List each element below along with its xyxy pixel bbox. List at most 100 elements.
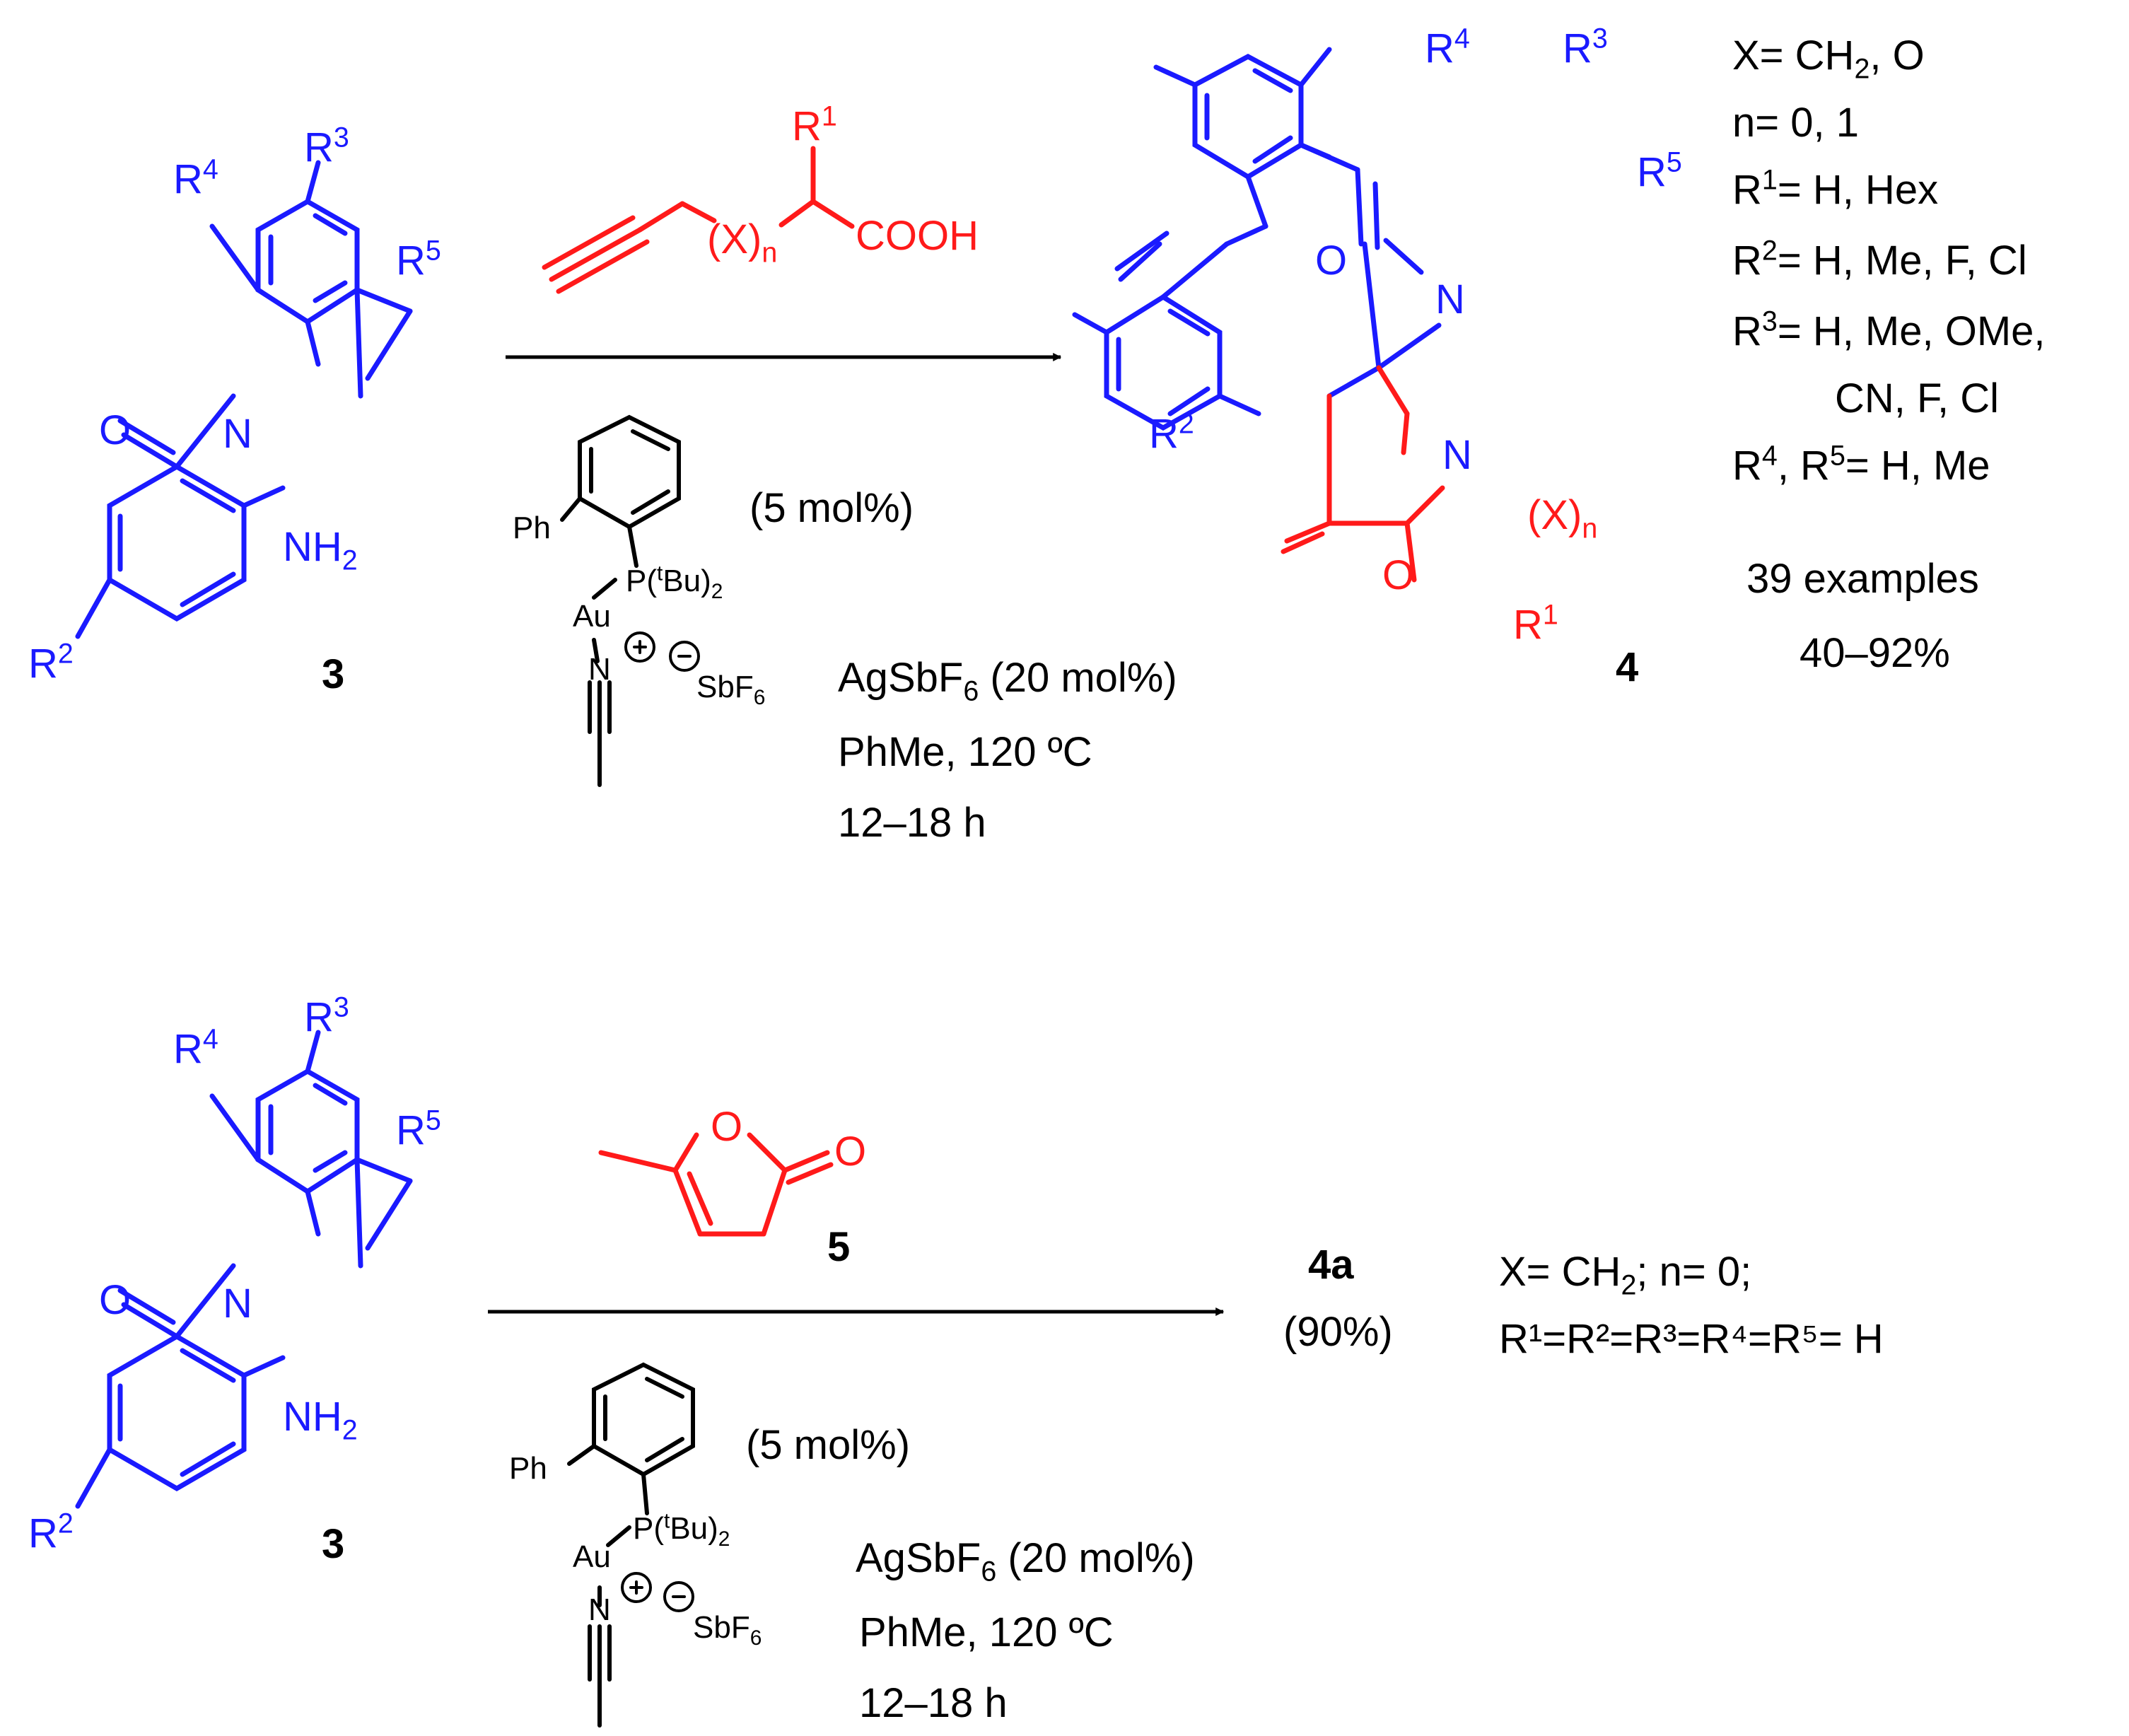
r-symbol: R xyxy=(304,124,334,170)
compound-4a-label: 4a xyxy=(1308,1242,1354,1288)
subscript-2: 2 xyxy=(718,1527,730,1551)
r-symbol: R xyxy=(396,1107,426,1153)
compound-3-bottom-structure xyxy=(75,1030,413,1509)
catalyst-loading-top: (5 mol%) xyxy=(749,485,914,531)
reaction-time-bottom: 12–18 h xyxy=(859,1680,1008,1726)
scope-r2-values: = H, Me, F, Cl xyxy=(1777,238,2027,284)
gold-catalyst-bottom xyxy=(567,1362,695,1728)
subscript-2: 2 xyxy=(342,544,358,576)
r-symbol: R xyxy=(1732,443,1762,489)
superscript-1: 1 xyxy=(1761,164,1778,196)
superscript-2: 2 xyxy=(1178,408,1194,440)
r-symbol: R xyxy=(28,1510,58,1556)
subscript-n: n xyxy=(762,237,778,269)
scope-r3: R3= H, Me, OMe, xyxy=(1732,308,2046,354)
superscript-t: t xyxy=(664,1509,670,1533)
indole-nitrogen: N xyxy=(223,1281,252,1327)
superscript-5: 5 xyxy=(425,235,441,267)
superscript-5: 5 xyxy=(425,1105,441,1136)
r-symbol: R xyxy=(792,103,822,149)
superscript-4: 4 xyxy=(202,1023,218,1055)
bu-symbol: Bu) xyxy=(663,564,711,598)
superscript-3: 3 xyxy=(1761,305,1778,337)
x-group: (X) xyxy=(1527,492,1582,538)
scope-x-subscript: 2 xyxy=(1854,53,1870,85)
silver-salt-loading: (20 mol%) xyxy=(979,655,1177,701)
r5-label: R5 xyxy=(396,237,441,284)
product-x-n-label: (X)n xyxy=(1527,492,1597,543)
silver-salt-name: AgSbF xyxy=(838,655,964,701)
solvent-temp-bottom: PhMe, 120 ºC xyxy=(859,1609,1114,1655)
catalyst-au-label-top: Au xyxy=(573,599,611,634)
product-r3-label: R3 xyxy=(1563,25,1608,69)
catalyst-ph-label-top: Ph xyxy=(513,511,551,545)
r-symbol: R xyxy=(1513,602,1543,648)
superscript-5: 5 xyxy=(1829,440,1845,472)
scope-yield-range: 40–92% xyxy=(1800,630,1950,676)
reaction-time-top: 12–18 h xyxy=(838,800,986,846)
silver-salt-subscript: 6 xyxy=(981,1556,997,1588)
r-symbol: R xyxy=(396,238,426,284)
product-lactam-oxygen: O xyxy=(1382,552,1415,598)
product-amide-nitrogen: N xyxy=(1442,432,1472,478)
alkyne-acid-reagent xyxy=(542,146,855,294)
scope-r4-r5-sep: , R xyxy=(1777,443,1830,489)
scope-4a-x-text: X= CH xyxy=(1499,1249,1621,1295)
catalyst-sbf6-label-bottom: SbF6 xyxy=(693,1610,762,1649)
r-symbol: R xyxy=(173,1026,203,1072)
product-carbonyl-oxygen: O xyxy=(1315,238,1348,284)
scope-4a-x-tail: ; n= 0; xyxy=(1636,1249,1752,1295)
sbf-symbol: SbF xyxy=(693,1610,750,1645)
p-symbol: P( xyxy=(633,1511,664,1546)
scope-x-tail: , O xyxy=(1870,33,1925,78)
lactone-carbonyl-oxygen: O xyxy=(834,1129,867,1175)
superscript-4: 4 xyxy=(1761,440,1778,472)
superscript-3: 3 xyxy=(1592,23,1608,54)
scope-4a-x-subscript: 2 xyxy=(1621,1269,1637,1301)
compound-5-label: 5 xyxy=(827,1224,851,1270)
amine-label: NH2 xyxy=(283,524,358,575)
silver-salt-top: AgSbF6 (20 mol%) xyxy=(838,655,1177,706)
product-r4-label: R4 xyxy=(1425,25,1470,69)
lactone-5-structure xyxy=(598,1132,834,1237)
catalyst-n-label-bottom: N xyxy=(588,1592,611,1627)
gold-catalyst-top xyxy=(560,414,700,787)
subscript-6: 6 xyxy=(753,685,766,709)
compound-4a-yield: (90%) xyxy=(1283,1309,1393,1355)
carbonyl-oxygen: O xyxy=(99,1277,132,1323)
scope-r4-r5-values: = H, Me xyxy=(1845,443,1990,489)
r2-label: R2 xyxy=(28,640,74,685)
catalyst-p-label-top: P(tBu)2 xyxy=(626,563,723,602)
r-symbol: R xyxy=(1732,167,1762,213)
superscript-3: 3 xyxy=(333,122,349,153)
x-group: (X) xyxy=(707,216,762,262)
subscript-6: 6 xyxy=(749,1626,762,1650)
r3-label: R3 xyxy=(304,124,349,170)
r-symbol: R xyxy=(304,994,334,1040)
solvent-temp-top: PhMe, 120 ºC xyxy=(838,729,1092,775)
compound-3-label-top: 3 xyxy=(322,651,345,697)
silver-salt-subscript: 6 xyxy=(963,675,979,707)
superscript-2: 2 xyxy=(57,1508,74,1539)
scope-r1: R1= H, Hex xyxy=(1732,166,1938,213)
indole-nitrogen: N xyxy=(223,411,252,457)
subscript-2: 2 xyxy=(342,1414,358,1446)
r4-label: R4 xyxy=(173,1025,218,1072)
superscript-4: 4 xyxy=(202,153,218,185)
scope-r2: R2= H, Me, F, Cl xyxy=(1732,237,2027,284)
scope-r3-values: = H, Me, OMe, xyxy=(1777,308,2046,354)
compound-4-label: 4 xyxy=(1616,644,1639,690)
nh-symbol: NH xyxy=(283,524,342,570)
catalyst-loading-bottom: (5 mol%) xyxy=(746,1422,911,1468)
superscript-t: t xyxy=(657,561,663,586)
superscript-5: 5 xyxy=(1666,146,1682,178)
compound-3-top-structure xyxy=(75,160,413,639)
reagent-cooh-label: COOH xyxy=(856,213,979,259)
r-symbol: R xyxy=(173,156,203,202)
lactone-ring-oxygen: O xyxy=(711,1104,743,1150)
scope-n: n= 0, 1 xyxy=(1732,100,1859,146)
scope-x: X= CH2, O xyxy=(1732,33,1925,83)
p-symbol: P( xyxy=(626,564,657,598)
superscript-3: 3 xyxy=(333,991,349,1023)
